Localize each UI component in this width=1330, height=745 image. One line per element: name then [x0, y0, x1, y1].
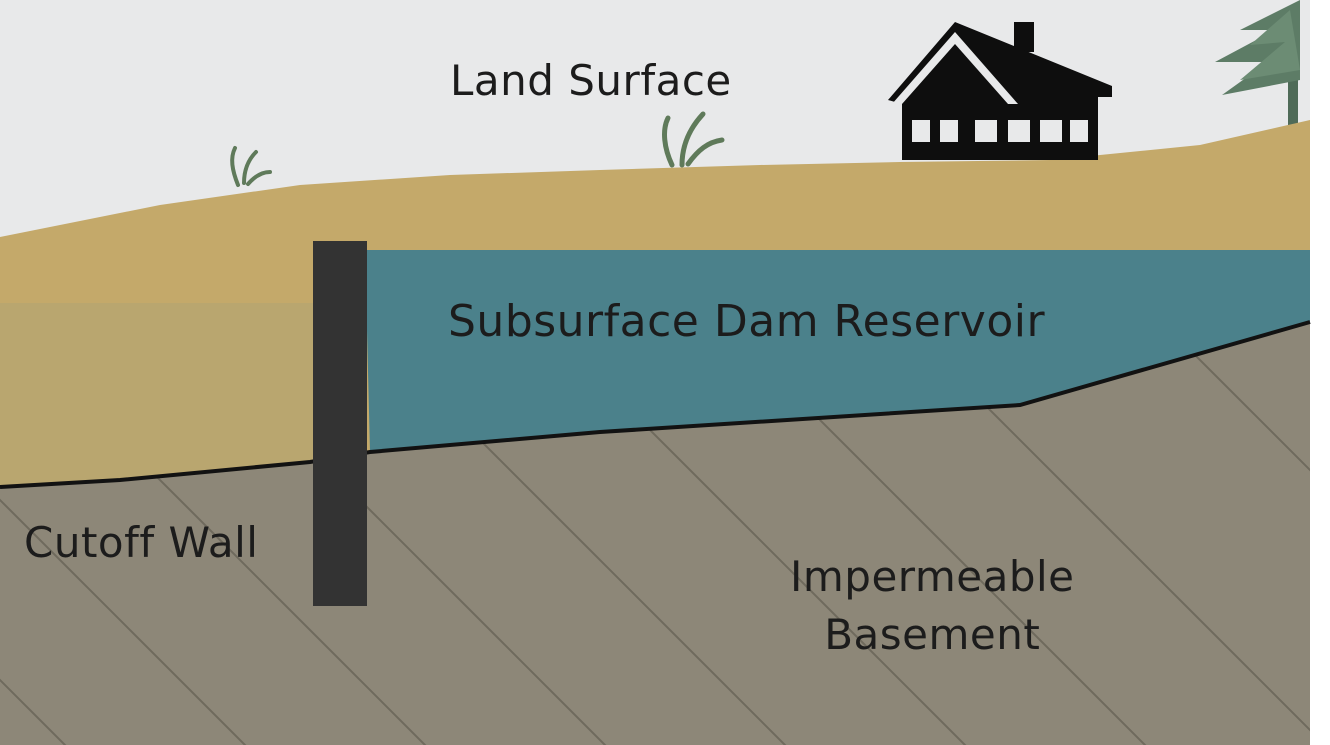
reservoir-water [365, 250, 1310, 452]
impermeable-basement-label: Impermeable Basement [790, 548, 1075, 664]
basement-label-line2: Basement [824, 610, 1041, 659]
basement-boundary-line [0, 320, 1311, 489]
plant-icon [230, 146, 272, 187]
land-surface-label: Land Surface [450, 56, 732, 105]
cutoff-wall [313, 241, 367, 606]
plant-icon [662, 111, 725, 168]
basement-label-line1: Impermeable [790, 552, 1075, 601]
tree-icon [1215, 0, 1300, 130]
house-icon [888, 22, 1112, 160]
right-margin [1310, 0, 1330, 745]
saturated-soil-left [0, 303, 315, 487]
impermeable-basement [0, 322, 1310, 745]
reservoir-label: Subsurface Dam Reservoir [448, 296, 1046, 347]
cutoff-wall-label: Cutoff Wall [24, 518, 259, 567]
